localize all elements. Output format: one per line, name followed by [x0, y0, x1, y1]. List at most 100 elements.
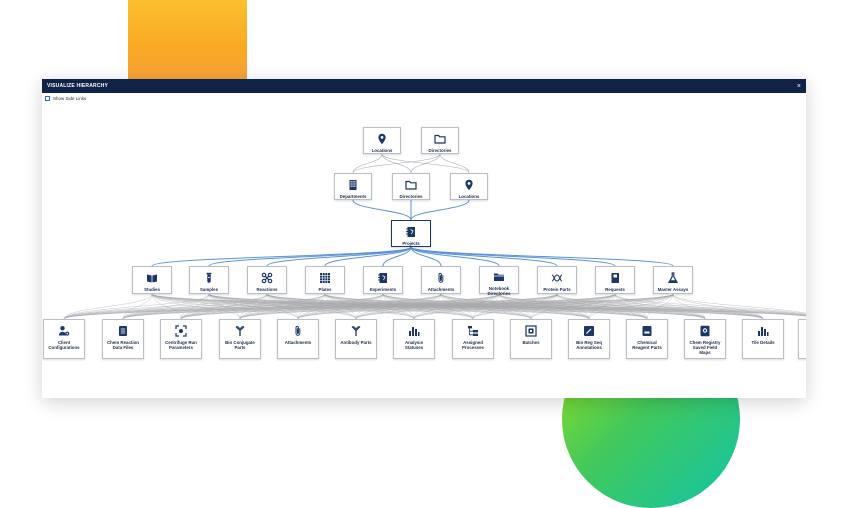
- node-label: Notebook Directories: [487, 286, 511, 296]
- node-label: Assigned Processes: [462, 340, 484, 350]
- pencil-icon: [583, 324, 596, 337]
- node-label: Tile Details: [751, 340, 775, 345]
- node-chem-reaction-data-files[interactable]: Chem Reaction Data Files: [102, 319, 144, 359]
- node-locations[interactable]: Locations: [363, 127, 401, 154]
- node-label: Departments: [339, 194, 367, 199]
- hierarchy-link: [63, 293, 384, 320]
- node-bio-reg-seq-annotations[interactable]: Bio Reg Seq Annotations: [568, 319, 610, 359]
- book-icon: [146, 271, 159, 284]
- node-label: Client Configurations: [48, 340, 80, 350]
- reaction-icon: [261, 271, 274, 284]
- close-icon[interactable]: ×: [796, 82, 801, 90]
- node-assigned-processes[interactable]: Assigned Processes: [452, 319, 494, 359]
- show-side-links-checkbox[interactable]: [45, 95, 50, 101]
- node-studies[interactable]: Studies: [132, 266, 172, 294]
- node-chemical-reagent-parts[interactable]: Chemical Reagent Parts: [626, 319, 668, 359]
- folder-open-icon: [493, 271, 506, 283]
- reagent-icon: [641, 324, 654, 337]
- hierarchy-link: [63, 293, 616, 320]
- node-label: Attachments: [284, 340, 312, 345]
- hierarchy-link: [63, 293, 210, 320]
- node-label: Requests: [605, 287, 625, 292]
- folder-icon: [434, 132, 447, 145]
- node-plates[interactable]: Plates: [305, 266, 345, 294]
- hierarchy-link: [672, 293, 764, 320]
- hierarchy-link: [266, 293, 806, 317]
- node-notebook-directories[interactable]: Notebook Directories: [479, 266, 519, 296]
- node-protein-parts[interactable]: Protein Parts: [537, 266, 577, 294]
- window-title: VISUALIZE HIERARCHY: [47, 83, 109, 89]
- node-label: Reactions: [256, 287, 278, 292]
- hierarchy-link: [410, 246, 616, 267]
- hierarchy-link: [352, 153, 383, 174]
- hierarchy-link: [63, 293, 674, 320]
- node-label: Plates: [318, 287, 332, 292]
- flask-icon: [667, 271, 680, 284]
- node-label: Master Assays: [657, 287, 689, 292]
- hierarchy-link: [324, 246, 412, 267]
- node-attachments[interactable]: Attachments: [421, 266, 461, 294]
- hierarchy-link: [410, 153, 441, 174]
- node-label: Locations: [458, 194, 480, 199]
- hierarchy-link: [410, 199, 470, 221]
- node-label: Directories: [428, 148, 452, 153]
- test-tube-icon: [203, 271, 216, 284]
- paperclip-icon: [292, 324, 305, 337]
- node-departments[interactable]: Departments: [334, 173, 372, 200]
- node-client-configurations[interactable]: Client Configurations: [43, 319, 85, 359]
- plate-icon: [319, 271, 332, 284]
- dna-icon: [551, 271, 564, 284]
- node-analysis-statuses[interactable]: Analysis Statuses: [393, 319, 435, 359]
- window-titlebar: VISUALIZE HIERARCHY ×: [42, 79, 806, 93]
- user-gear-icon: [58, 324, 71, 337]
- node-experiments[interactable]: Experiments: [363, 266, 403, 294]
- visualize-hierarchy-window: VISUALIZE HIERARCHY × Show Side Links Lo…: [42, 79, 806, 398]
- node-batches[interactable]: Batches: [510, 319, 552, 359]
- hierarchy-link: [63, 293, 153, 320]
- decorative-yellow-block: [128, 0, 247, 80]
- show-side-links-label: Show Side Links: [53, 95, 87, 101]
- node-label: Studies: [144, 287, 160, 292]
- node-bio-conjugate-parts[interactable]: Bio Conjugate Parts: [219, 319, 261, 359]
- hierarchy-link: [63, 293, 268, 320]
- node-reactions[interactable]: Reactions: [247, 266, 287, 294]
- hierarchy-link: [413, 293, 674, 320]
- node-master-assays[interactable]: Master Assays: [653, 266, 693, 294]
- node-requests[interactable]: Requests: [595, 266, 635, 294]
- hierarchy-link: [352, 153, 441, 174]
- hierarchy-link: [122, 293, 674, 320]
- hierarchy-link: [672, 293, 806, 314]
- node-label: Locations: [371, 148, 393, 153]
- notebook-icon: [405, 225, 418, 238]
- hierarchy-link: [63, 293, 442, 320]
- node-samples[interactable]: Samples: [189, 266, 229, 294]
- antibody-icon: [350, 324, 363, 337]
- node-attachments[interactable]: Attachments: [277, 319, 319, 359]
- node-a[interactable]: A: [798, 319, 806, 359]
- hierarchy-link: [63, 293, 558, 320]
- hierarchy-link: [588, 293, 674, 320]
- hierarchy-link: [472, 293, 674, 320]
- hierarchy-link: [180, 293, 674, 320]
- search-doc-icon: [699, 324, 712, 337]
- node-label: Experiments: [369, 287, 397, 292]
- node-label: Chemical Reagent Parts: [632, 340, 662, 350]
- hierarchy-link: [382, 246, 412, 267]
- tree-icon: [467, 324, 480, 337]
- hierarchy-link: [63, 293, 500, 320]
- node-chem-registry-saved-field-maps[interactable]: Chem Registry Saved Field Maps: [684, 319, 726, 359]
- node-locations[interactable]: Locations: [450, 173, 488, 200]
- hierarchy-link: [63, 293, 326, 320]
- node-tile-details[interactable]: Tile Details: [742, 319, 784, 359]
- node-antibody-parts[interactable]: Antibody Parts: [335, 319, 377, 359]
- hierarchy-link: [410, 246, 500, 267]
- node-directories[interactable]: Directories: [392, 173, 430, 200]
- node-centrifuge-run-parameters[interactable]: Centrifuge Run Parameters: [160, 319, 202, 359]
- folder-icon: [405, 178, 418, 191]
- node-projects[interactable]: Projects: [391, 220, 431, 247]
- hierarchy-link: [352, 199, 412, 221]
- node-directories[interactable]: Directories: [421, 127, 459, 154]
- hierarchy-links: [63, 153, 806, 320]
- node-label: Projects: [402, 241, 420, 246]
